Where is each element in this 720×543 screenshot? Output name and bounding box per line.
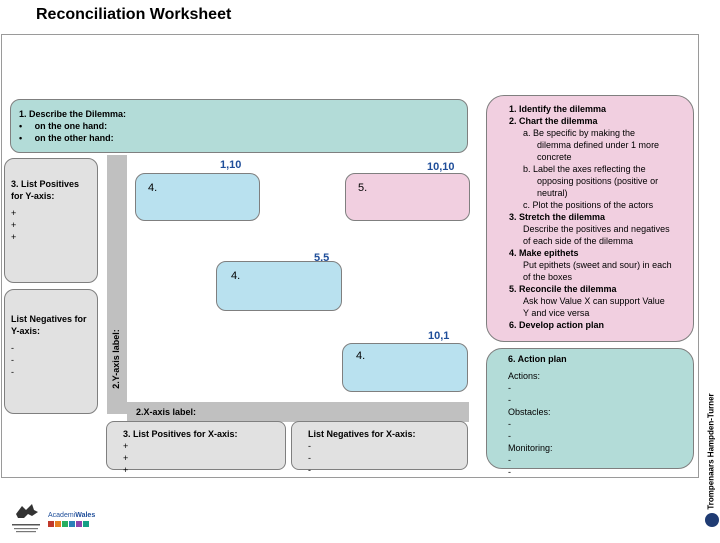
brand-emblem-icon: [705, 513, 719, 527]
y-positives-heading: 3. List Positives: [11, 179, 80, 189]
y-negatives-item: -: [11, 367, 14, 377]
dilemma-heading: 1. Describe the Dilemma:: [19, 109, 127, 119]
position-10-10-text: 5.: [358, 182, 368, 194]
coord-1-10: 1,10: [220, 159, 242, 171]
y-positives-item: +: [11, 220, 17, 230]
x-positives-box[interactable]: 3. List Positives for X-axis: + + +: [106, 421, 286, 475]
monitoring-item: -: [508, 467, 511, 477]
y-negatives-heading: List Negatives for: [11, 314, 87, 324]
steps-box: 1. Identify the dilemma 2. Chart the dil…: [486, 95, 694, 342]
dilemma-item-1: • on the one hand:: [19, 121, 108, 131]
trompenaars-logo: Trompenaars Hampden-Turner: [704, 389, 720, 535]
academi-wales-logo: AcademiWales: [48, 512, 95, 527]
y-positives-item: +: [11, 208, 17, 218]
dragon-icon: [12, 504, 40, 533]
step-1: 1. Identify the dilemma: [509, 104, 607, 114]
y-axis-label: 2.Y-axis label:: [111, 329, 121, 389]
x-axis-bar: 2.X-axis label:: [127, 402, 469, 422]
step-2b: b. Label the axes reflecting the: [523, 164, 646, 174]
y-negatives-item: -: [11, 355, 14, 365]
step-4-line2: of the boxes: [523, 272, 573, 282]
step-5-line1: Ask how Value X can support Value: [523, 296, 665, 306]
position-box-1-10[interactable]: 4.: [135, 173, 260, 221]
y-negatives-heading-2: Y-axis:: [11, 326, 41, 336]
worksheet-frame: [1, 34, 699, 478]
step-2b-line2: opposing positions (positive or: [537, 176, 659, 186]
coord-10-1: 10,1: [428, 330, 450, 342]
y-axis-bar: 2.Y-axis label:: [107, 155, 127, 414]
x-negatives-item: -: [308, 441, 311, 451]
monitoring-label: Monitoring:: [508, 443, 553, 453]
x-negatives-item: -: [308, 453, 311, 463]
position-10-1-text: 4.: [356, 350, 366, 362]
step-3-line2: of each side of the dilemma: [523, 236, 634, 246]
step-3: 3. Stretch the dilemma: [509, 212, 606, 222]
actions-label: Actions:: [508, 371, 541, 381]
page-title: Reconciliation Worksheet: [36, 6, 232, 23]
x-positives-item: +: [123, 453, 129, 463]
obstacles-label: Obstacles:: [508, 407, 551, 417]
step-2a-line3: concrete: [537, 152, 572, 162]
step-2: 2. Chart the dilemma: [509, 116, 598, 126]
x-negatives-heading: List Negatives for X-axis:: [308, 429, 416, 439]
step-5: 5. Reconcile the dilemma: [509, 284, 617, 294]
step-2b-line3: neutral): [537, 188, 568, 198]
monitoring-item: -: [508, 455, 511, 465]
x-negatives-item: -: [308, 465, 311, 475]
obstacles-item: -: [508, 431, 511, 441]
actions-item: -: [508, 383, 511, 393]
actions-item: -: [508, 395, 511, 405]
position-box-10-1[interactable]: 4.: [342, 343, 468, 392]
step-4: 4. Make epithets: [509, 248, 579, 258]
coord-10-10: 10,10: [427, 161, 455, 173]
y-positives-heading-2: for Y-axis:: [11, 191, 55, 201]
step-2c: c. Plot the positions of the actors: [523, 200, 654, 210]
y-positives-box[interactable]: 3. List Positives for Y-axis: + + +: [4, 158, 98, 283]
x-positives-item: +: [123, 465, 129, 475]
x-positives-item: +: [123, 441, 129, 451]
step-4-line1: Put epithets (sweet and sour) in each: [523, 260, 672, 270]
position-5-5-text: 4.: [231, 270, 241, 282]
step-6: 6. Develop action plan: [509, 320, 605, 330]
step-3-line1: Describe the positives and negatives: [523, 224, 670, 234]
position-box-5-5[interactable]: 4.: [216, 261, 342, 311]
action-plan-box[interactable]: 6. Action plan Actions: - - Obstacles: -…: [486, 348, 694, 477]
dilemma-box[interactable]: 1. Describe the Dilemma: • on the one ha…: [10, 99, 468, 153]
step-5-line2: Y and vice versa: [523, 308, 590, 318]
y-negatives-item: -: [11, 343, 14, 353]
position-1-10-text: 4.: [148, 182, 158, 194]
dilemma-item-2: • on the other hand:: [19, 133, 114, 143]
x-positives-heading: 3. List Positives for X-axis:: [123, 429, 238, 439]
y-negatives-box[interactable]: List Negatives for Y-axis: - - -: [4, 289, 98, 414]
x-negatives-box[interactable]: List Negatives for X-axis: - - -: [291, 421, 468, 475]
step-2a-line2: dilemma defined under 1 more: [537, 140, 660, 150]
step-2a: a. Be specific by making the: [523, 128, 636, 138]
welsh-government-logo: [10, 500, 42, 538]
y-positives-item: +: [11, 232, 17, 242]
position-box-10-10[interactable]: 5.: [345, 173, 470, 221]
action-plan-heading: 6. Action plan: [508, 354, 567, 364]
obstacles-item: -: [508, 419, 511, 429]
x-axis-label: 2.X-axis label:: [136, 407, 197, 417]
